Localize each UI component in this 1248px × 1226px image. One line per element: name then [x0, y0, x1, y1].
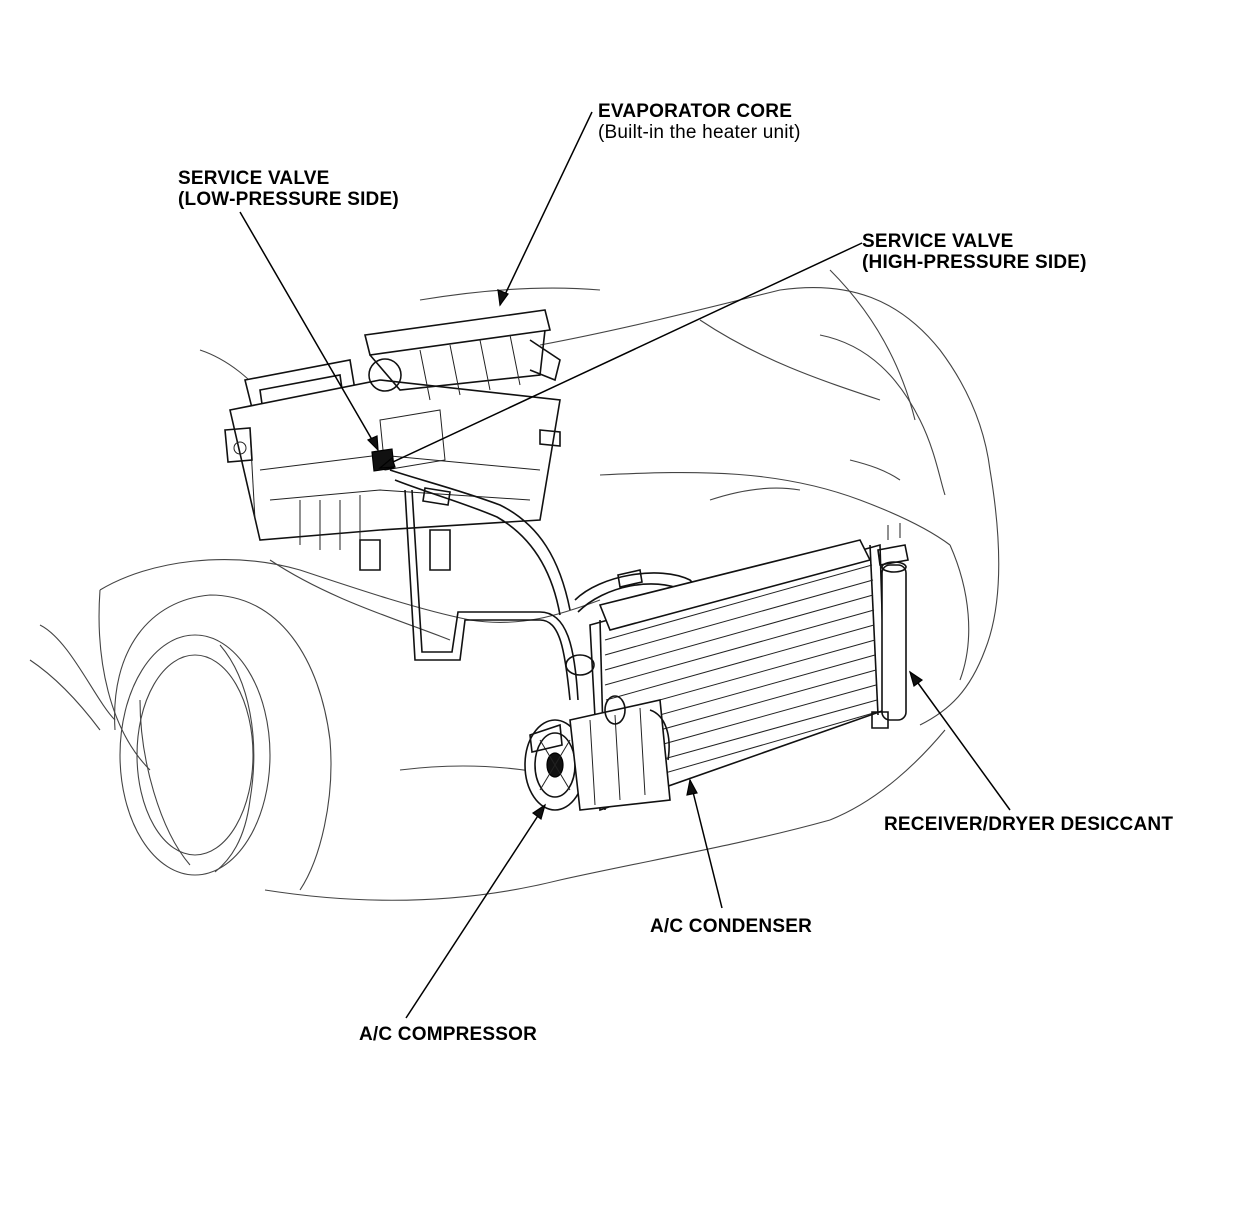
- arrowhead-service-valve-high: [378, 456, 396, 469]
- label-compressor: A/C COMPRESSOR: [359, 1024, 538, 1045]
- service-valve-high-line1: SERVICE VALVE: [862, 231, 1014, 252]
- car-body-outline: [29, 269, 1000, 901]
- service-valve-high-line2: (HIGH-PRESSURE SIDE): [862, 252, 1087, 273]
- leader-receiver-dryer: [909, 671, 1011, 811]
- arrowhead-compressor: [531, 803, 547, 821]
- arrowhead-evaporator-core: [497, 289, 509, 307]
- label-condenser: A/C CONDENSER: [650, 916, 813, 937]
- leader-lines: [239, 111, 1011, 1019]
- evaporator-core-note: (Built-in the heater unit): [598, 122, 801, 143]
- label-service-valve-high: SERVICE VALVE (HIGH-PRESSURE SIDE): [862, 231, 1087, 273]
- arrowhead-receiver-dryer: [908, 670, 924, 688]
- leader-compressor: [405, 804, 546, 1019]
- leader-condenser: [689, 779, 723, 909]
- label-receiver-dryer: RECEIVER/DRYER DESICCANT: [884, 814, 1174, 835]
- evaporator-core-title: EVAPORATOR CORE: [598, 101, 793, 122]
- ac-compressor: [524, 695, 671, 811]
- label-evaporator-core: EVAPORATOR CORE (Built-in the heater uni…: [598, 101, 801, 143]
- arrowhead-condenser: [686, 778, 698, 796]
- receiver-dryer: [871, 523, 909, 729]
- arrowhead-service-valve-low: [366, 435, 379, 452]
- service-valve-low-line2: (LOW-PRESSURE SIDE): [178, 189, 399, 210]
- leader-evaporator-core: [499, 111, 593, 306]
- label-service-valve-low: SERVICE VALVE (LOW-PRESSURE SIDE): [178, 168, 399, 210]
- heater-unit: [224, 309, 561, 571]
- service-valve-low-line1: SERVICE VALVE: [178, 168, 330, 189]
- leader-service-valve-high: [379, 242, 863, 469]
- leader-service-valve-low: [239, 211, 379, 451]
